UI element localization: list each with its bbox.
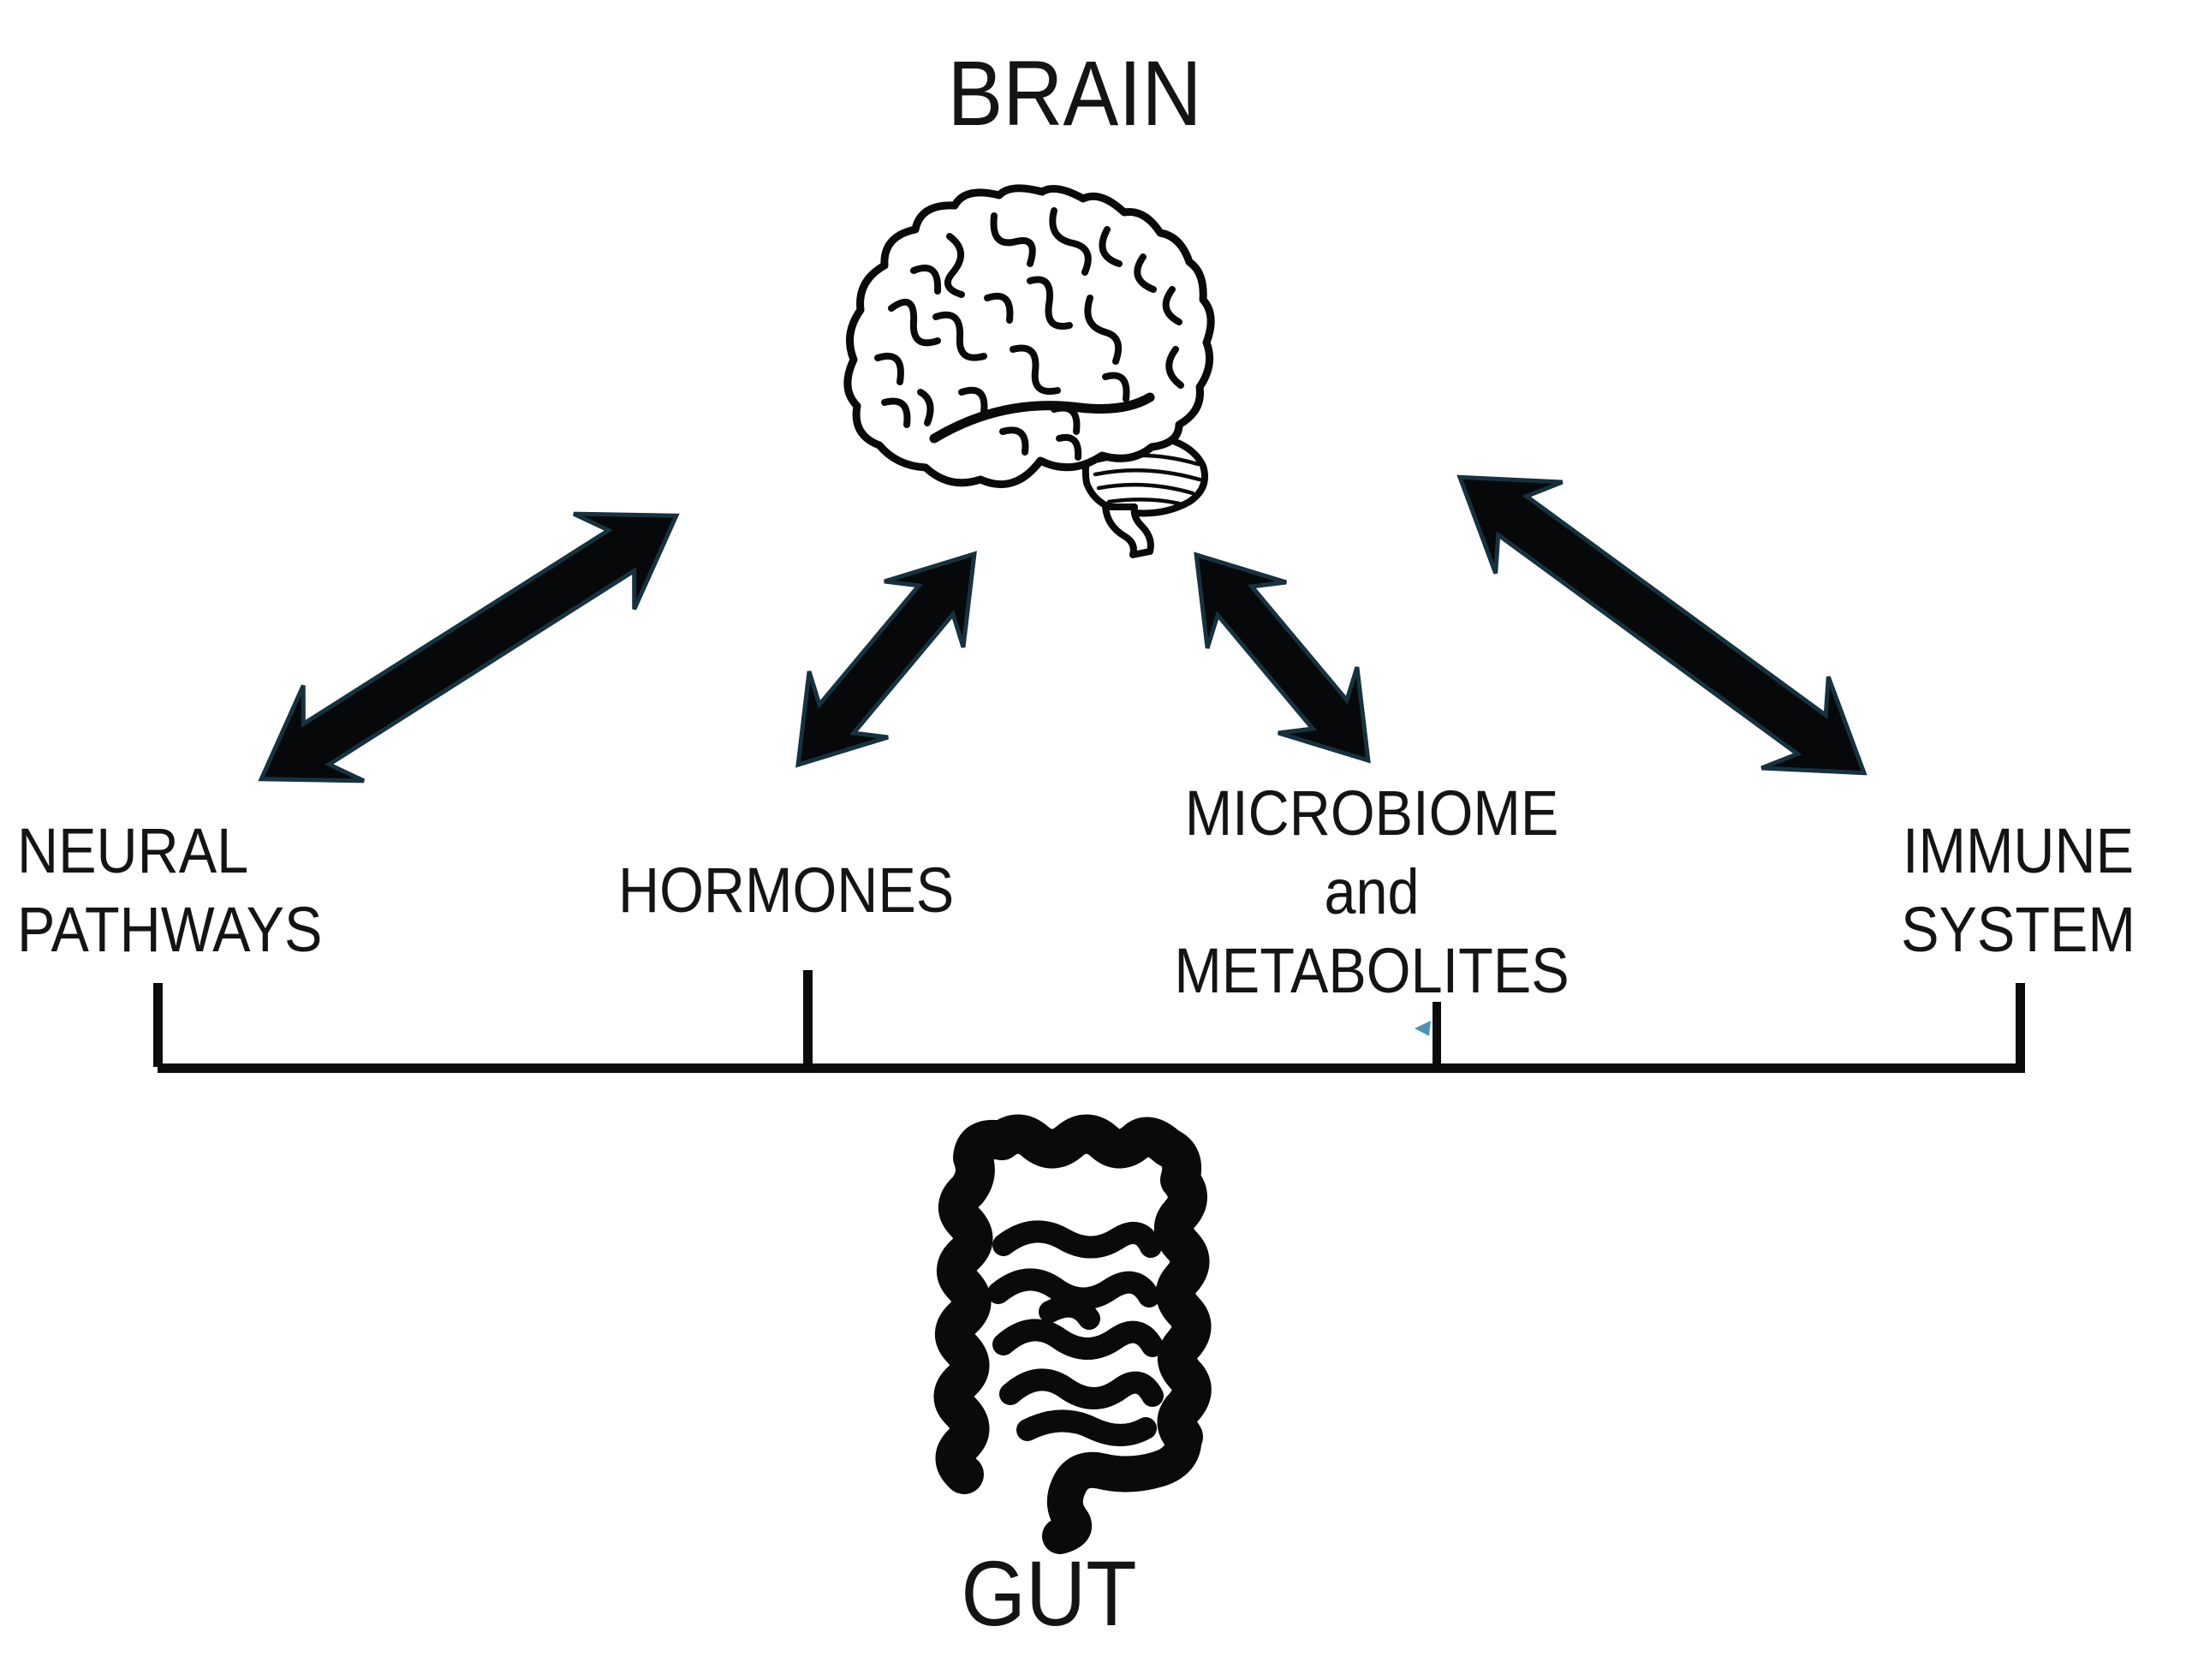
brain-title: BRAIN <box>947 41 1202 145</box>
brain-illustration <box>843 184 1215 558</box>
label-neural-pathways: NEURAL PATHWAYS <box>17 812 322 969</box>
pointer-artifact-icon <box>1415 1021 1431 1036</box>
label-hormones: HORMONES <box>618 851 954 930</box>
label-microbiome-line1: MICROBIOME <box>1184 777 1559 849</box>
label-microbiome-metabolites: MICROBIOME and METABOLITES <box>1174 774 1569 1010</box>
label-immune-system-line2: SYSTEM <box>1901 894 2135 965</box>
gut-title: GUT <box>961 1541 1137 1645</box>
label-neural-pathways-line2: PATHWAYS <box>17 894 323 965</box>
label-immune-system-line1: IMMUNE <box>1902 815 2135 886</box>
bracket-tick-microbiome <box>1433 1002 1441 1067</box>
label-neural-pathways-line1: NEURAL <box>17 815 249 886</box>
bracket-tick-immune <box>2016 983 2025 1067</box>
bracket-tick-hormones <box>803 970 813 1067</box>
gut-bracket <box>153 970 2025 1073</box>
label-microbiome-line3: METABOLITES <box>1174 935 1570 1006</box>
bracket-tick-neural <box>153 983 163 1067</box>
double-arrow-brain-microbiome-icon <box>1194 551 1371 764</box>
bracket-horizontal-line <box>158 1063 2025 1073</box>
double-arrow-brain-neural-pathways-icon <box>258 511 680 783</box>
label-immune-system: IMMUNE SYSTEM <box>1901 812 2135 969</box>
double-arrow-brain-immune-icon <box>1456 474 1867 776</box>
gut-illustration <box>933 1114 1212 1554</box>
double-arrow-brain-hormones-icon <box>795 551 977 768</box>
label-microbiome-line2: and <box>1324 856 1420 927</box>
label-hormones-line1: HORMONES <box>618 855 955 926</box>
